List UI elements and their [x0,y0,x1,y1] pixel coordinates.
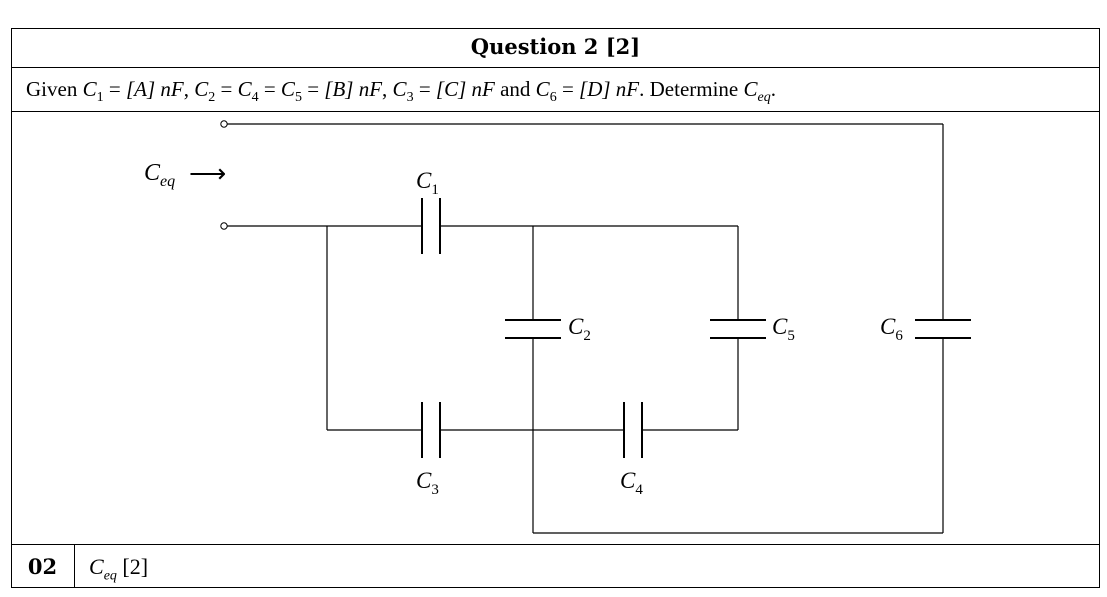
c6-value: [D] [579,77,611,101]
ceq-label: Ceq [144,160,175,190]
answer-label: Ceq [2] [89,545,148,597]
c1-value: [A] [125,77,156,101]
terminal-bottom [220,222,228,230]
unit-c2: nF [358,77,383,101]
answer-label-main: C [89,554,104,579]
c6-label: C6 [880,314,903,344]
and-word: and [500,77,531,101]
answer-number: 02 [11,545,75,588]
ceq-arrow-icon: ⟶ [189,159,226,188]
c4-label: C4 [620,468,643,498]
unit-c3: nF [471,77,495,101]
circuit-diagram: Ceq ⟶ C1 C2 C3 C4 C5 C6 [11,112,1100,544]
c3-value: [C] [435,77,467,101]
instruction-text: Determine [649,77,739,101]
c1-label: C1 [416,168,439,198]
circuit-svg: Ceq ⟶ C1 C2 C3 C4 C5 C6 [144,120,971,534]
question-frame [11,28,1100,588]
question-title-text: Question 2 [2] [470,34,641,59]
given-statement: Given C1 = [A] nF, C2 = C4 = C5 = [B] nF… [11,67,1100,112]
c3-label: C3 [416,468,439,498]
unit-c1: nF [160,77,184,101]
c2-c4-c5-value: [B] [324,77,354,101]
answer-marks: [2] [122,554,149,579]
unit-c6: nF [615,77,640,101]
answer-label-sub: eq [103,568,117,584]
answer-row: 02 Ceq [2] [11,544,1100,588]
c2-label: C2 [568,314,591,344]
terminal-top [220,120,228,128]
question-title: Question 2 [2] [11,28,1100,68]
given-prefix: Given [26,77,78,101]
c5-label: C5 [772,314,795,344]
